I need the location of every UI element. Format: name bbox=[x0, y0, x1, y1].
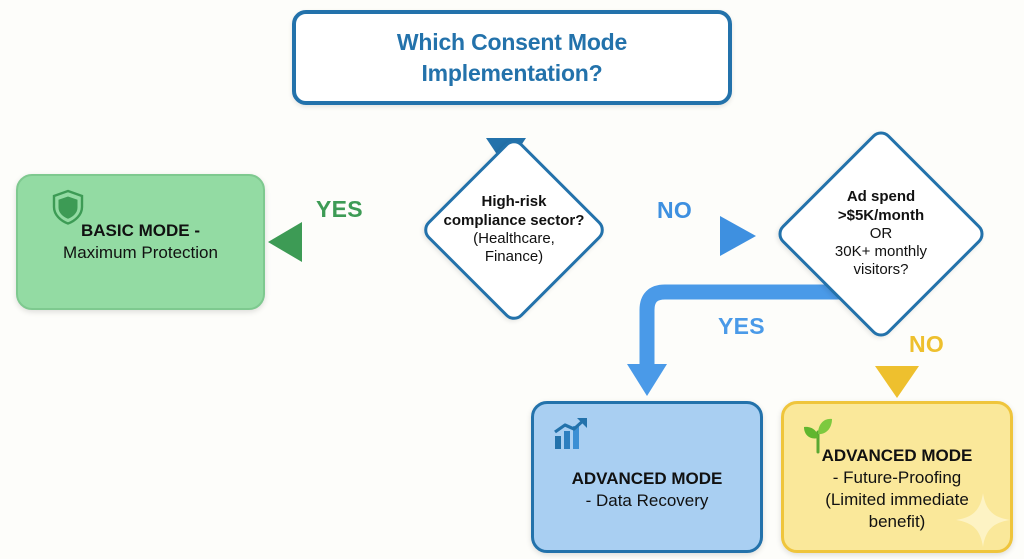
outcome-advanced-data-text: ADVANCED MODE - Data Recovery bbox=[562, 468, 733, 512]
question-title-text: Which Consent Mode Implementation? bbox=[383, 27, 641, 88]
node-decision-ad-spend[interactable]: Ad spend >$5K/month OR 30K+ monthly visi… bbox=[756, 126, 1006, 342]
outcome-basic-mode-subtitle: Maximum Protection bbox=[63, 243, 218, 262]
decision-high-risk-plain-line1: (Healthcare, bbox=[473, 230, 555, 247]
node-decision-high-risk[interactable]: High-risk compliance sector? (Healthcare… bbox=[398, 135, 630, 325]
outcome-advanced-future-subtitle-line3: benefit) bbox=[868, 512, 926, 532]
edge-yes-to-basic-mode bbox=[268, 222, 398, 262]
decision-high-risk-bold-line2: compliance sector? bbox=[443, 211, 585, 229]
outcome-advanced-data-title: ADVANCED MODE bbox=[571, 468, 723, 488]
question-title-line2: Implementation? bbox=[421, 59, 603, 86]
outcome-advanced-future-title: ADVANCED MODE bbox=[821, 445, 973, 465]
edge-label-yes-data-recovery: YES bbox=[718, 313, 765, 339]
outcome-basic-mode-text: BASIC MODE - Maximum Protection bbox=[53, 220, 228, 264]
decision-ad-spend-bold-line2: >$5K/month bbox=[837, 206, 925, 224]
outcome-advanced-future-subtitle-line1: - Future-Proofing bbox=[832, 467, 962, 487]
edge-yes-to-advanced-data bbox=[627, 284, 880, 396]
shield-icon bbox=[51, 188, 85, 231]
decision-ad-spend-label: Ad spend >$5K/month OR 30K+ monthly visi… bbox=[794, 188, 969, 279]
outcome-advanced-data-subtitle: - Data Recovery bbox=[585, 491, 709, 510]
sparkle-icon bbox=[952, 489, 1010, 550]
question-title-line1: Which Consent Mode bbox=[396, 29, 628, 56]
seedling-icon bbox=[798, 416, 838, 459]
node-question-consent-mode[interactable]: Which Consent Mode Implementation? bbox=[292, 10, 732, 105]
outcome-advanced-future-subtitle-line2: (Limited immediate bbox=[825, 490, 969, 509]
decision-ad-spend-plain-line2: 30K+ monthly bbox=[834, 243, 928, 261]
node-outcome-advanced-data-recovery[interactable]: ADVANCED MODE - Data Recovery bbox=[531, 401, 763, 553]
node-outcome-basic-mode[interactable]: BASIC MODE - Maximum Protection bbox=[16, 174, 265, 310]
decision-ad-spend-plain-line3: visitors? bbox=[853, 261, 909, 279]
decision-high-risk-plain-line2: Finance) bbox=[484, 248, 544, 266]
outcome-basic-mode-title: BASIC MODE - bbox=[81, 220, 200, 240]
decision-ad-spend-bold-line1: Ad spend bbox=[846, 188, 916, 206]
edge-no-to-ad-spend bbox=[628, 216, 756, 256]
decision-high-risk-bold-line1: High-risk bbox=[481, 193, 547, 211]
decision-high-risk-label: High-risk compliance sector? (Healthcare… bbox=[407, 193, 622, 266]
growth-chart-icon bbox=[553, 416, 591, 457]
edge-label-no-ad-spend: NO bbox=[657, 197, 693, 223]
outcome-advanced-future-text: ADVANCED MODE - Future-Proofing (Limited… bbox=[812, 445, 983, 533]
decision-ad-spend-plain-line1: OR bbox=[869, 224, 893, 242]
node-outcome-advanced-future-proofing[interactable]: ADVANCED MODE - Future-Proofing (Limited… bbox=[781, 401, 1013, 553]
edge-label-no-future-proofing: NO bbox=[909, 331, 945, 357]
edge-label-yes-basic-mode: YES bbox=[316, 196, 363, 222]
